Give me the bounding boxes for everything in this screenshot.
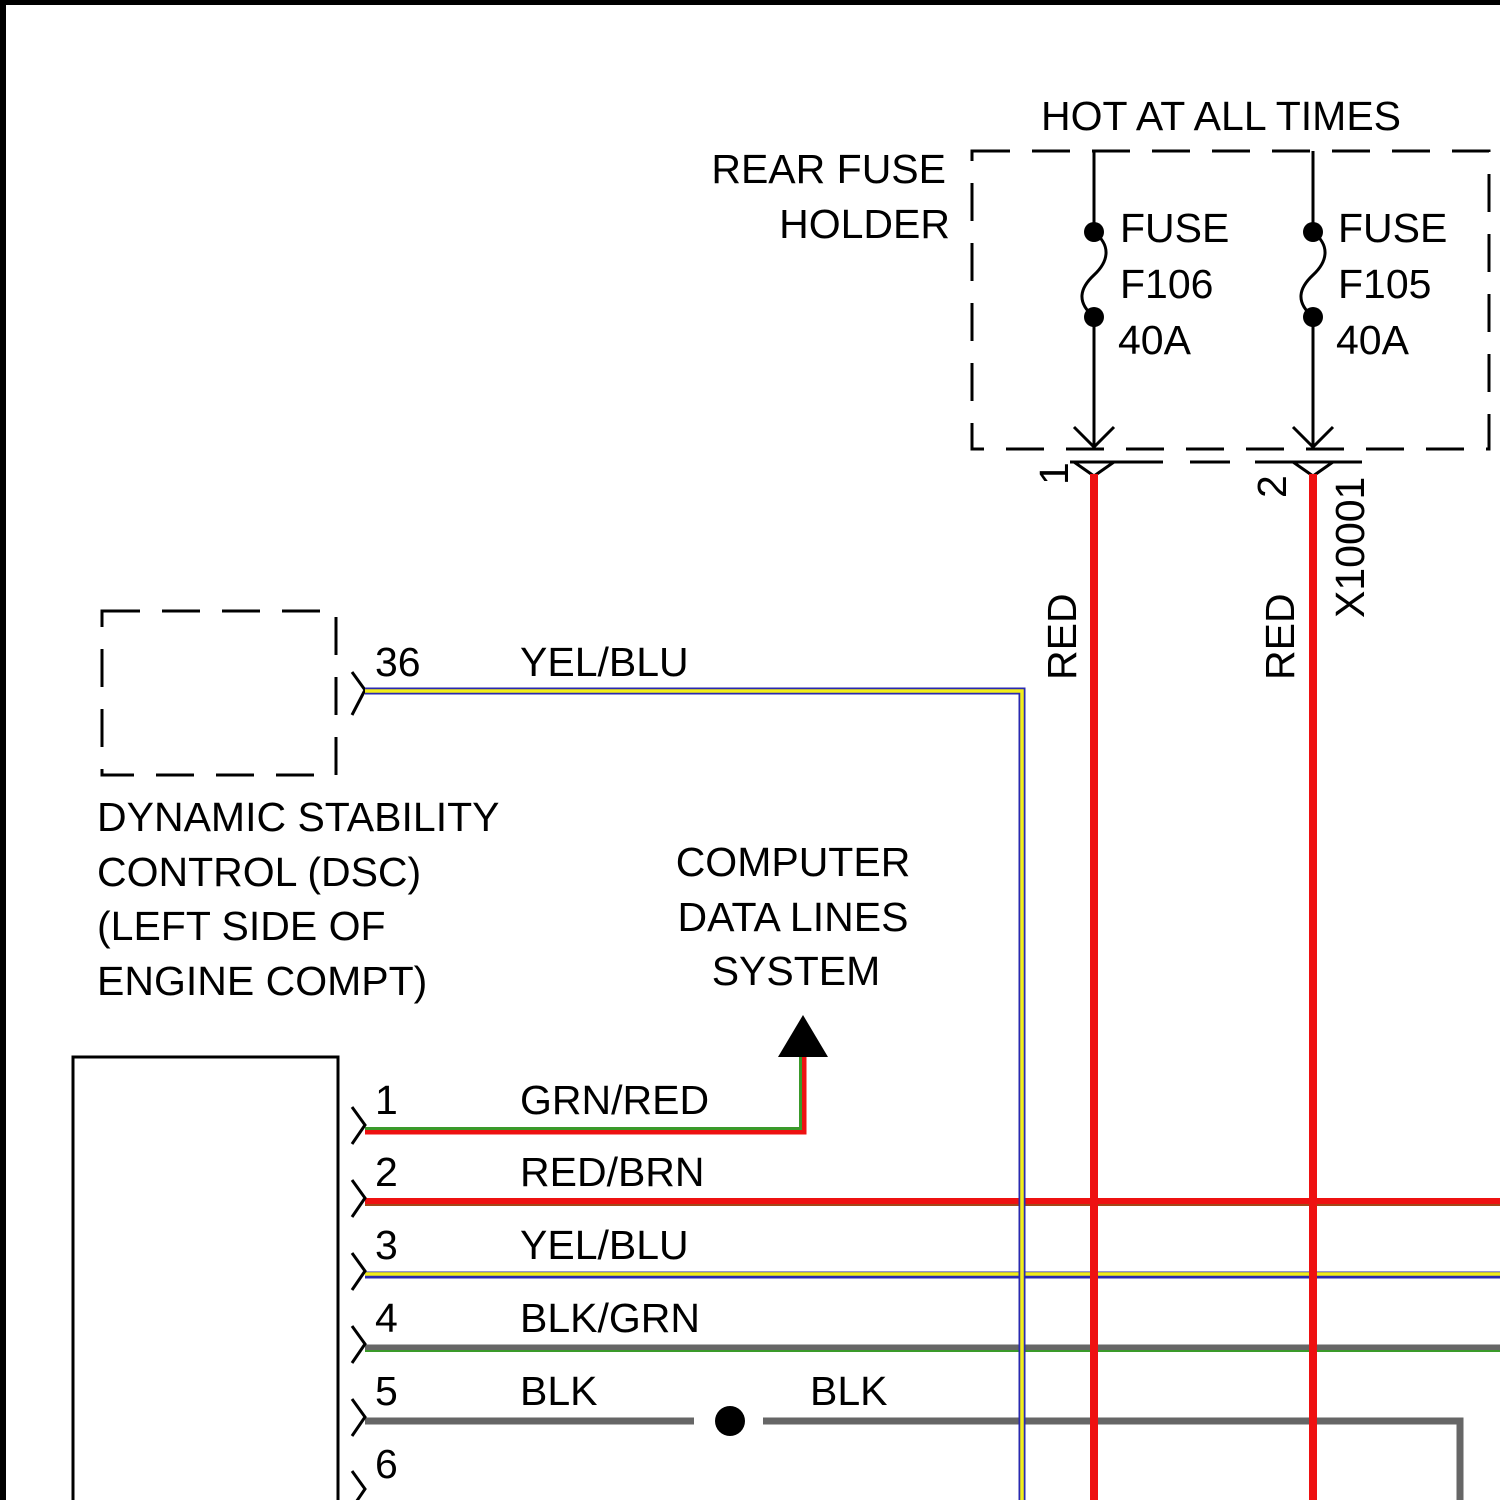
- fuse-f106-rating: 40A: [1118, 317, 1192, 363]
- dsc-lower-labels: 1 GRN/RED 2 RED/BRN 3 YEL/BLU 4 BLK/GRN …: [375, 1077, 888, 1487]
- wire-blk-splice-label: BLK: [810, 1368, 888, 1414]
- vertical-wire-overlays: [1022, 1180, 1313, 1500]
- pin-4-label: 4: [375, 1295, 398, 1341]
- dsc-module-label: DYNAMIC STABILITY CONTROL (DSC) (LEFT SI…: [97, 794, 499, 1004]
- fuse-element-icon: [1301, 232, 1325, 317]
- connector-pin-icon: [352, 1253, 365, 1290]
- dsc-lower-module: [73, 1057, 338, 1500]
- connector-pin-icon: [1293, 462, 1333, 476]
- fuse-element-icon: [1082, 232, 1106, 317]
- dsc-label-line1: DYNAMIC STABILITY: [97, 794, 499, 840]
- connector-pin-icon: [352, 1326, 365, 1363]
- wire-blk-pin5: [365, 1406, 1460, 1500]
- connector-pin-icon: [352, 1471, 365, 1500]
- fuse-f105: FUSE F105 40A: [1293, 151, 1447, 447]
- connector-id-label: X10001: [1327, 477, 1373, 618]
- wire-blk-grn-pin4: [365, 1348, 1500, 1351]
- fuse-f106-line1: FUSE: [1120, 205, 1229, 251]
- dsc-upper-outline: [102, 611, 336, 775]
- splice-dot-icon: [715, 1406, 745, 1436]
- connector-pin-icon: [352, 672, 365, 715]
- connector-pin-icon: [352, 1107, 365, 1144]
- dsc-lower-connector-pins: [352, 1107, 365, 1500]
- wire-red-brn-label: RED/BRN: [520, 1149, 705, 1195]
- fuse-f105-rating: 40A: [1336, 317, 1410, 363]
- wire-yel-blu-label-upper: YEL/BLU: [520, 639, 689, 685]
- wire-color-label: RED: [1039, 593, 1085, 680]
- wire-color-label: RED: [1257, 593, 1303, 680]
- dsc-module-box: [73, 1057, 338, 1500]
- pin-1-label: 1: [375, 1077, 398, 1123]
- wire-blk-grn-label: BLK/GRN: [520, 1295, 700, 1341]
- connector-pin-icon: [352, 1399, 365, 1436]
- fuse-f105-line1: FUSE: [1338, 205, 1447, 251]
- wire-yel-blu-label-lower: YEL/BLU: [520, 1222, 689, 1268]
- wire-grn-red-label: GRN/RED: [520, 1077, 709, 1123]
- dsc-label-line2: CONTROL (DSC): [97, 849, 421, 895]
- rear-fuse-holder-label-line1: REAR FUSE: [711, 146, 946, 192]
- fuse-f106-id: F106: [1120, 261, 1213, 307]
- dsc-label-line4: ENGINE COMPT): [97, 958, 427, 1004]
- connector-pin-icon: [352, 1180, 365, 1217]
- pin-5-label: 5: [375, 1368, 398, 1414]
- fuse-f106: FUSE F106 40A: [1074, 151, 1229, 447]
- pin-2-label: 2: [375, 1149, 398, 1195]
- wire-red-brn-pin2: [365, 1202, 1500, 1205]
- pin-36-label: 36: [375, 639, 421, 685]
- dsc-label-line3: (LEFT SIDE OF: [97, 903, 386, 949]
- pin-6-label: 6: [375, 1441, 398, 1487]
- cdl-label-line3: SYSTEM: [712, 948, 881, 994]
- wire-yel-blu-pin3: [365, 1274, 1500, 1275]
- computer-data-lines-label: COMPUTER DATA LINES SYSTEM: [676, 839, 911, 1057]
- connector-pin-1: 1: [1031, 462, 1077, 485]
- cdl-label-line1: COMPUTER: [676, 839, 911, 885]
- rear-fuse-holder-label-line2: HOLDER: [779, 201, 950, 247]
- hot-at-all-times-label: HOT AT ALL TIMES: [1041, 93, 1401, 139]
- wire-blk-label: BLK: [520, 1368, 598, 1414]
- fuse-f105-id: F105: [1338, 261, 1431, 307]
- cdl-label-line2: DATA LINES: [678, 894, 909, 940]
- pin-3-label: 3: [375, 1222, 398, 1268]
- arrow-up-icon: [778, 1015, 828, 1057]
- connector-pin-2: 2: [1249, 475, 1295, 498]
- connector-pin-icon: [1074, 462, 1114, 476]
